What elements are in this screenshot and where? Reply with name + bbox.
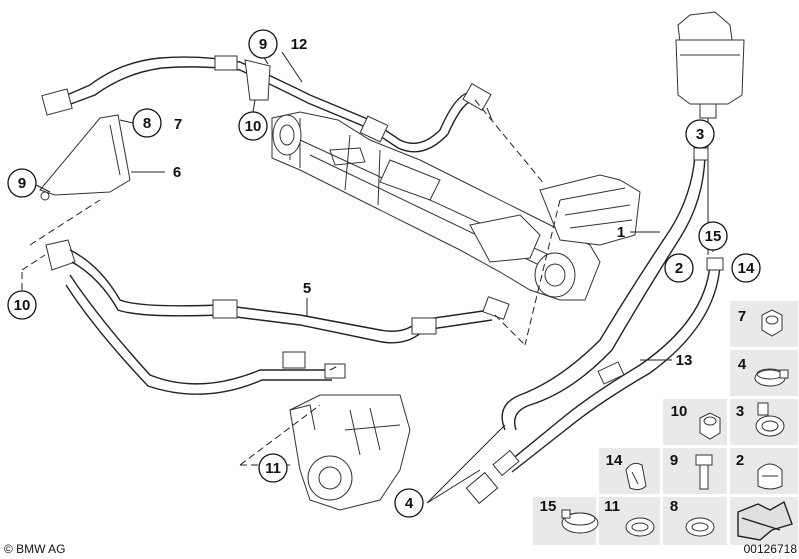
- steering-rack: [271, 111, 641, 301]
- callout-14-label: 14: [738, 260, 755, 277]
- nut-7-icon: [761, 309, 783, 337]
- label-5: 5: [303, 280, 311, 297]
- callout-10-top-label: 10: [245, 118, 262, 135]
- grid-label-7: 7: [738, 308, 746, 325]
- callout-8: 8: [132, 108, 162, 138]
- callout-10-left: 10: [7, 290, 37, 320]
- label-12: 12: [291, 36, 308, 53]
- callout-9-left: 9: [7, 168, 37, 198]
- callout-14: 14: [731, 253, 761, 283]
- direction-arrow-icon: [737, 500, 793, 541]
- grid-label-10: 10: [671, 403, 688, 420]
- callout-2-label: 2: [675, 260, 683, 277]
- grid-label-15: 15: [540, 498, 557, 515]
- hose-12: [41, 55, 493, 153]
- callout-3-label: 3: [696, 126, 704, 143]
- callout-15: 15: [698, 221, 728, 251]
- clamp-4-icon: [754, 368, 789, 387]
- bolt-9-icon: [695, 454, 713, 490]
- clamp-2-icon: [757, 463, 783, 490]
- nut-10-icon: [699, 412, 721, 440]
- hose-5: [45, 239, 510, 395]
- washer-11-icon: [625, 517, 655, 537]
- bracket-6: [39, 114, 131, 201]
- clamp-15-icon: [561, 509, 599, 534]
- callout-11: 11: [258, 453, 288, 483]
- callout-10-top: 10: [238, 111, 268, 141]
- grid-label-11: 11: [604, 498, 620, 515]
- pump: [289, 394, 411, 511]
- label-6: 6: [173, 164, 181, 181]
- callout-9-top-label: 9: [259, 36, 267, 53]
- diagram-number: 00126718: [744, 542, 798, 556]
- grid-label-3: 3: [736, 403, 744, 420]
- label-7: 7: [174, 116, 182, 133]
- clamp-3-icon: [755, 402, 785, 437]
- callout-9-left-label: 9: [18, 175, 26, 192]
- copyright-text: © BMW AG: [4, 542, 66, 556]
- callout-15-label: 15: [705, 228, 722, 245]
- grid-label-2: 2: [736, 452, 744, 469]
- label-13: 13: [676, 352, 693, 369]
- callout-11-label: 11: [265, 460, 281, 477]
- parts-grid: 7 4 10 3 14 9 2 15 11 8: [531, 299, 799, 547]
- label-1: 1: [617, 224, 625, 241]
- callout-8-label: 8: [143, 115, 151, 132]
- grid-label-8: 8: [670, 498, 678, 515]
- hose-1: [501, 147, 709, 431]
- washer-8-icon: [685, 517, 715, 537]
- callout-9-top: 9: [248, 29, 278, 59]
- callout-10-left-label: 10: [14, 297, 31, 314]
- callout-2: 2: [664, 253, 694, 283]
- grid-label-4: 4: [738, 356, 747, 373]
- grid-label-9: 9: [670, 452, 678, 469]
- grid-label-14: 14: [606, 452, 623, 469]
- hose-13: [465, 257, 724, 505]
- clip-14-icon: [625, 462, 647, 491]
- callout-4: 4: [394, 488, 424, 518]
- callout-4-label: 4: [405, 495, 414, 512]
- callout-3: 3: [685, 119, 715, 149]
